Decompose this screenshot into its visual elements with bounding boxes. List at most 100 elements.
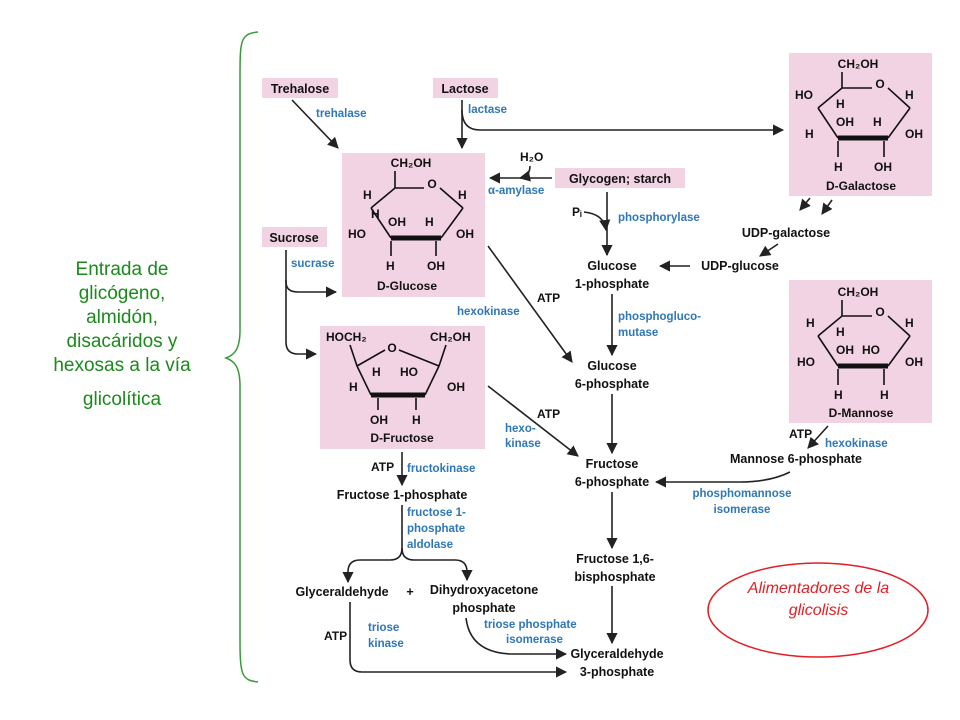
lactose-box xyxy=(433,78,498,98)
aldolase-label: fructose 1- xyxy=(407,507,466,519)
mannose-h: H xyxy=(806,316,815,330)
glucose-name: D-Glucose xyxy=(377,279,437,293)
fructose-h: H xyxy=(372,365,381,379)
arrow-trehalose-glucose xyxy=(291,99,339,149)
feeder-label-line: glicolisis xyxy=(788,602,849,619)
glucose-1-phosphate-label: Glucose xyxy=(587,259,636,273)
fructose-bisphosphate-label: bisphosphate xyxy=(574,570,655,584)
side-note-line: almidón, xyxy=(86,307,158,328)
side-note-line: disacáridos y xyxy=(66,331,178,352)
phosphomannose-isomerase-label: isomerase xyxy=(714,504,771,516)
arrow-f1p-cleavage-right xyxy=(401,547,473,582)
mannose-oh: OH xyxy=(905,355,923,369)
glucose-oh: OH xyxy=(427,259,445,273)
fructose-oh: OH xyxy=(447,380,465,394)
water-label: H₂O xyxy=(520,150,543,164)
arrow-glucose-g6p xyxy=(487,245,573,363)
side-note-line: glicógeno, xyxy=(78,283,166,304)
trehalase-label: trehalase xyxy=(316,108,367,120)
glucose-h: H xyxy=(386,259,395,273)
feeder-ellipse xyxy=(707,562,929,658)
galactose-ho: HO xyxy=(795,88,813,102)
galactose-ch2oh: CH₂OH xyxy=(838,57,879,71)
fructose-1-phosphate-label: Fructose 1-phosphate xyxy=(337,488,468,502)
arrow-f1p-cleavage-left xyxy=(342,505,403,584)
glucose-structure-box xyxy=(342,153,485,297)
galactose-h: H xyxy=(805,127,814,141)
mannose-structure-box xyxy=(789,280,932,423)
lactose-label: Lactose xyxy=(441,82,488,96)
fructose-ho: HO xyxy=(400,365,418,379)
glucose-ring-o: O xyxy=(427,177,436,191)
plus-sign: + xyxy=(406,585,413,599)
glucose-h: H xyxy=(371,207,380,221)
phosphomannose-isomerase-label: phosphomannose xyxy=(692,488,791,500)
galactose-ring-o: O xyxy=(875,77,884,91)
hexokinase-glucose-label: hexokinase xyxy=(457,306,520,318)
fructokinase-label: fructokinase xyxy=(407,463,475,475)
arrow-dhap-gap xyxy=(465,617,568,660)
galactose-h: H xyxy=(836,97,845,111)
feeder-label: Alimentadores de la glicolisis xyxy=(705,560,932,660)
glucose-oh: OH xyxy=(388,215,406,229)
mannose-oh: OH xyxy=(836,343,854,357)
atp-label: ATP xyxy=(324,629,347,643)
glyceraldehyde-3-phosphate-label: Glyceraldehyde xyxy=(570,647,663,661)
mannose-ch2oh: CH₂OH xyxy=(838,285,879,299)
arrow-galactose-udpgal2 xyxy=(821,199,833,215)
alpha-amylase-label: α-amylase xyxy=(488,185,544,197)
triose-kinase-label: triose xyxy=(368,622,399,634)
sucrase-label: sucrase xyxy=(291,258,334,270)
glyceraldehyde-label: Glyceraldehyde xyxy=(295,585,388,599)
phosphate-label: Pᵢ xyxy=(572,205,582,219)
side-note-last-line: glicolítica xyxy=(82,389,162,410)
side-note: Entrada de glicógeno, almidón, disacárid… xyxy=(22,258,222,412)
fructose-h: H xyxy=(412,413,421,427)
glucose-h: H xyxy=(425,215,434,229)
side-note-line: Entrada de xyxy=(75,259,169,280)
mannose-ho: HO xyxy=(862,343,880,357)
mannose-h: H xyxy=(834,388,843,402)
galactose-oh: OH xyxy=(836,115,854,129)
mannose-ring-o: O xyxy=(875,305,884,319)
galactose-name: D-Galactose xyxy=(826,179,896,193)
mannose-6-phosphate-label: Mannose 6-phosphate xyxy=(730,452,862,466)
galactose-oh: OH xyxy=(905,127,923,141)
lactase-label: lactase xyxy=(468,104,507,116)
sucrose-label: Sucrose xyxy=(269,231,318,245)
triose-phosphate-isomerase-label: triose phosphate xyxy=(484,619,577,631)
arrow-glyceraldehyde-gap xyxy=(349,602,568,678)
mannose-structure: CH₂OH O H H HO OH H OH HO H H D-Mannose xyxy=(797,285,923,420)
glucose-6-phosphate-label: 6-phosphate xyxy=(575,377,649,391)
fructose-oh: OH xyxy=(370,413,388,427)
triose-kinase-label: kinase xyxy=(368,638,404,650)
arrow-udpgal-udpglc xyxy=(759,243,779,257)
phosphoglucomutase-label: phosphogluco- xyxy=(618,311,701,323)
galactose-h: H xyxy=(834,160,843,174)
fructose-name: D-Fructose xyxy=(370,431,434,445)
aldolase-label: phosphate xyxy=(407,523,465,535)
dhap-label: Dihydroxyacetone xyxy=(430,583,538,597)
atp-label: ATP xyxy=(371,460,394,474)
dhap-label: phosphate xyxy=(452,601,515,615)
fructose-6-phosphate-label: Fructose xyxy=(586,457,639,471)
phosphorylase-label: phosphorylase xyxy=(618,212,700,224)
glucose-oh: OH xyxy=(456,227,474,241)
udp-galactose-label: UDP-galactose xyxy=(742,226,830,240)
hexokinase-fructose-label: hexo- xyxy=(505,423,536,435)
glucose-ch2oh: CH₂OH xyxy=(391,156,432,170)
mannose-ho: HO xyxy=(797,355,815,369)
galactose-structure-box xyxy=(789,53,932,196)
mannose-name: D-Mannose xyxy=(829,406,894,420)
glucose-structure: CH₂OH O H H HO OH H OH H H OH D-Glucose xyxy=(348,156,474,293)
trehalose-box xyxy=(262,78,338,98)
arrow-sucrose-glucose xyxy=(285,250,338,298)
fructose-bisphosphate-label: Fructose 1,6- xyxy=(576,552,654,566)
hexokinase-mannose-label: hexokinase xyxy=(825,438,888,450)
aldolase-label: aldolase xyxy=(407,539,453,551)
atp-label: ATP xyxy=(789,427,812,441)
glycogen-starch-box xyxy=(555,168,685,188)
udp-glucose-label: UDP-glucose xyxy=(701,259,779,273)
arrow-m6p-f6p xyxy=(654,471,791,488)
